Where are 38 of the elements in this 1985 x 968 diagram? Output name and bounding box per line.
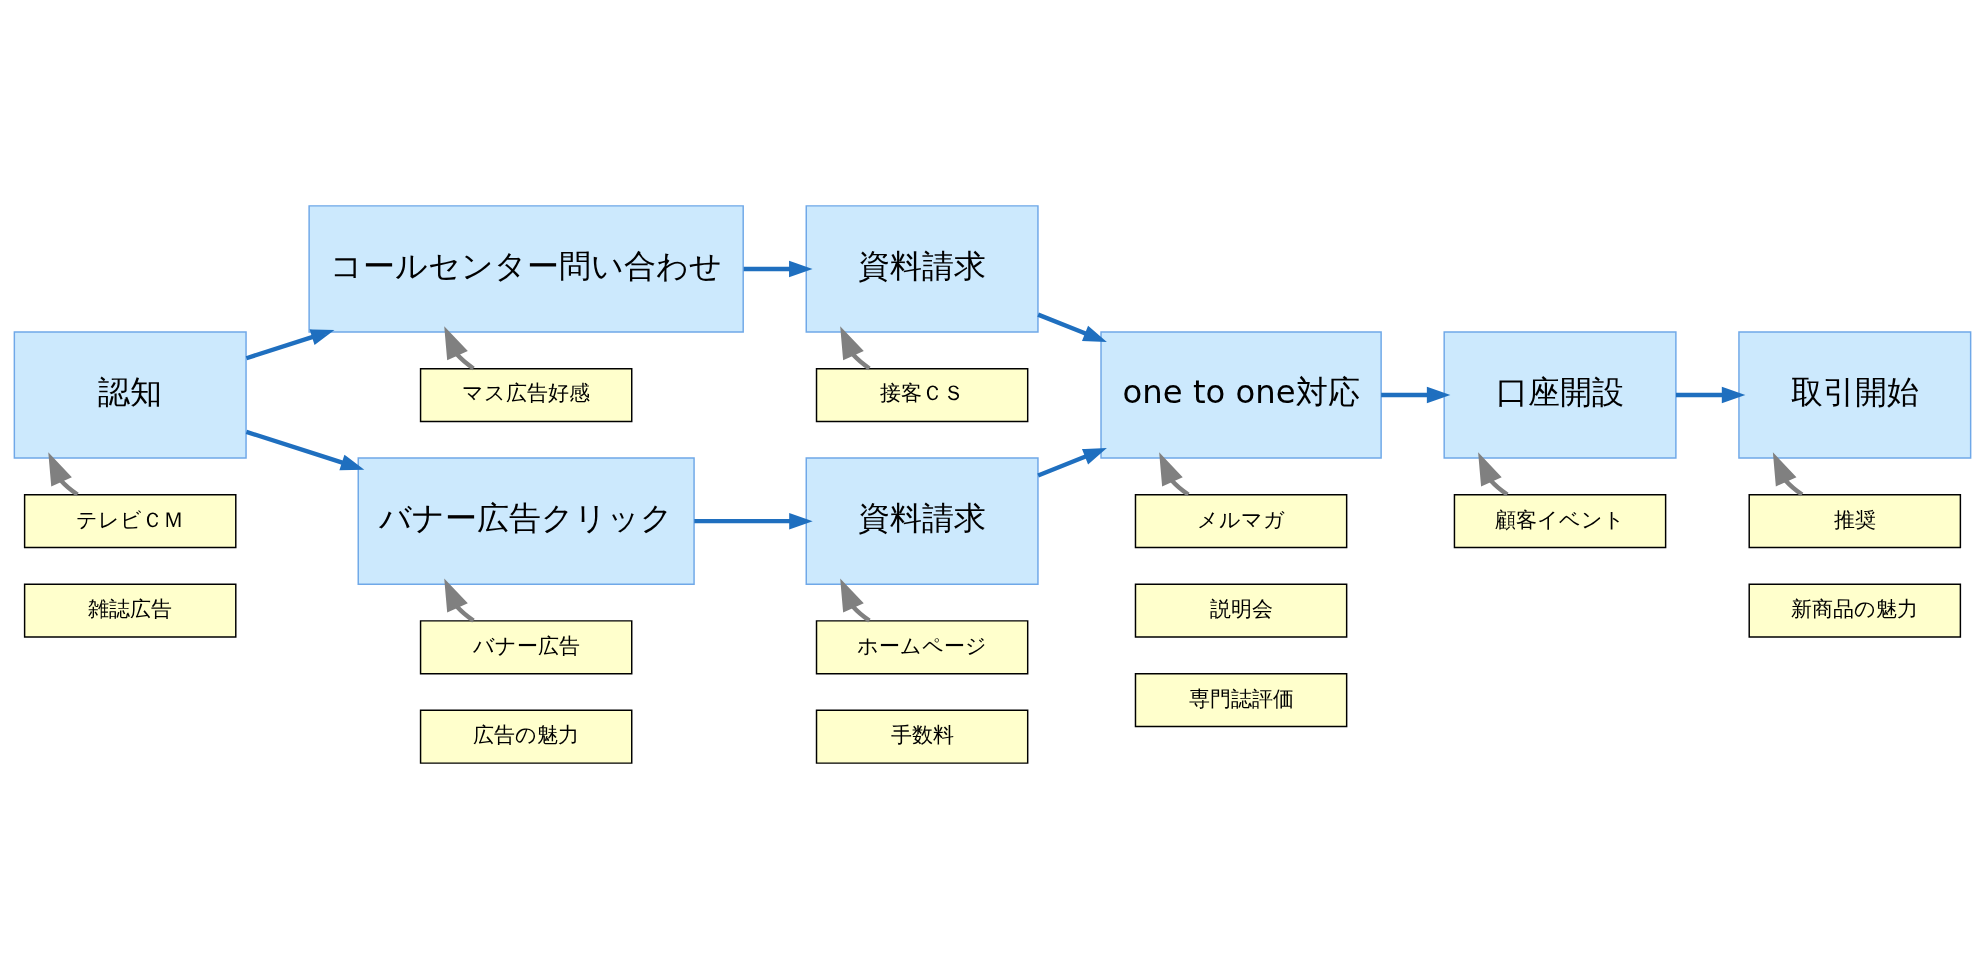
node-box: 専門誌評価 xyxy=(1134,672,1348,727)
node-box: マス広告好感 xyxy=(419,367,633,422)
node-box: 手数料 xyxy=(815,709,1029,764)
arrow xyxy=(245,429,365,470)
arrow xyxy=(444,325,475,370)
node-box: one to one対応 xyxy=(1100,330,1382,459)
arrow xyxy=(1037,312,1107,342)
node-box: 接客ＣＳ xyxy=(815,367,1029,422)
arrow xyxy=(694,512,813,529)
node-box: ホームページ xyxy=(815,619,1029,674)
node-box: 資料請求 xyxy=(805,456,1039,585)
arrow xyxy=(1159,451,1190,496)
node-box: メルマガ xyxy=(1134,493,1348,548)
arrow xyxy=(245,328,335,360)
node-box: 顧客イベント xyxy=(1453,493,1667,548)
node-box: 広告の魅力 xyxy=(419,709,633,764)
node-box: 雑誌広告 xyxy=(23,583,237,638)
node-box: 取引開始 xyxy=(1738,330,1972,459)
node-box: 説明会 xyxy=(1134,583,1348,638)
node-box: バナー広告クリック xyxy=(357,456,695,585)
node-box: 口座開設 xyxy=(1443,330,1677,459)
arrow xyxy=(1478,451,1509,496)
node-box: 新商品の魅力 xyxy=(1748,583,1962,638)
arrow xyxy=(1772,451,1804,496)
node-box: 資料請求 xyxy=(805,204,1039,333)
node-box: バナー広告 xyxy=(419,619,633,674)
node-box: テレビＣＭ xyxy=(23,493,237,548)
arrow xyxy=(48,451,79,496)
arrow xyxy=(444,577,475,622)
node-box: コールセンター問い合わせ xyxy=(308,204,744,333)
arrow xyxy=(840,577,871,622)
node-box: 認知 xyxy=(13,330,247,459)
node-box: 推奨 xyxy=(1748,493,1962,548)
arrow xyxy=(743,260,813,277)
arrow xyxy=(840,325,871,370)
arrow xyxy=(1381,386,1451,403)
arrow xyxy=(1037,447,1107,477)
arrow xyxy=(1676,386,1746,403)
